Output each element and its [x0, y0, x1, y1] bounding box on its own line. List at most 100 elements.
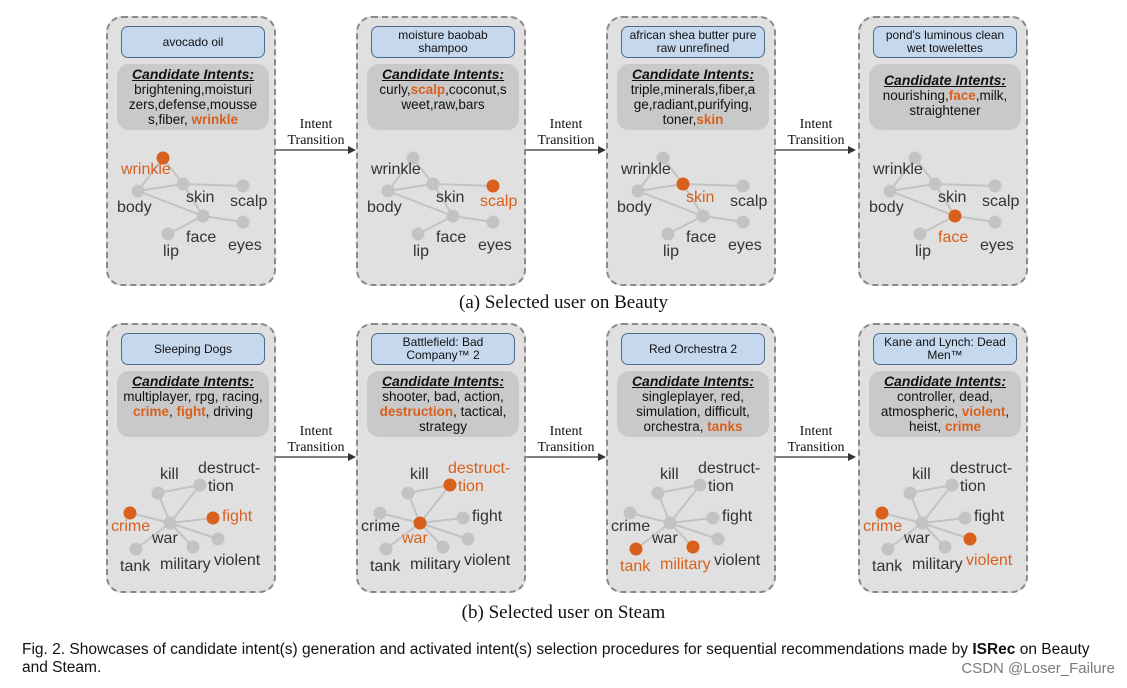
figure-caption-suffix: on Beauty and Steam.	[22, 641, 1090, 676]
intent-text-highlight: scalp	[410, 82, 446, 97]
graph-node-body	[631, 184, 645, 198]
graph-label-body: body	[869, 199, 904, 216]
graph-label-crime: crime	[863, 518, 902, 535]
graph-node-kill	[401, 486, 415, 500]
graph-label-violent: violent	[714, 552, 761, 569]
graph-label-destruction: destruct-	[950, 460, 1012, 477]
beauty-panel-4: pond's luminous clean wet towelettes Can…	[858, 16, 1028, 286]
intent-text-highlight: tanks	[707, 419, 743, 434]
graph-edge	[635, 522, 671, 550]
graph-node-fight	[206, 511, 220, 525]
intent-text-highlight: wrinkle	[191, 112, 239, 127]
graph-node-scalp	[486, 179, 500, 193]
graph-edge	[419, 517, 464, 524]
graph-edge	[167, 215, 204, 235]
graph-label-lip: lip	[663, 243, 679, 260]
graph-edge	[135, 522, 171, 550]
graph-edge	[157, 484, 201, 494]
graph-node-eyes	[236, 215, 250, 229]
graph-label-military: military	[410, 556, 461, 573]
graph-node-skin	[176, 177, 190, 191]
graph-edge	[889, 183, 936, 192]
graph-edge	[387, 183, 434, 192]
steam-panel-3: Red Orchestra 2 Candidate Intents: singl…	[606, 323, 776, 593]
graph-label-wrinkle: wrinkle	[872, 161, 923, 178]
graph-edge	[887, 522, 923, 550]
graph-node-lip	[913, 227, 927, 241]
graph-edge	[889, 190, 956, 217]
graph-edge	[137, 183, 184, 192]
graph-edge	[137, 157, 164, 192]
candidate-intents: Candidate Intents: curly,scalp,coconut,s…	[367, 64, 519, 130]
graph-edge	[379, 512, 421, 524]
graph-edge	[387, 157, 414, 192]
graph-edge	[182, 183, 244, 187]
intent-text: triple,minerals,fiber,a	[630, 82, 756, 97]
graph-label-face: face	[686, 229, 716, 246]
graph-edge	[657, 484, 701, 494]
graph-node-face	[948, 209, 962, 223]
graph-label-crime: crime	[611, 518, 650, 535]
intent-text: orchestra,	[643, 419, 708, 434]
intent-text: ,milk,	[975, 88, 1008, 103]
graph-label-destruction: destruct-	[698, 460, 760, 477]
graph-node-fight	[456, 511, 470, 525]
graph-node-body	[883, 184, 897, 198]
intent-text: straightener	[909, 103, 981, 118]
graph-edge	[202, 215, 244, 223]
graph-edge	[169, 517, 214, 524]
graph-label-fight: fight	[722, 508, 753, 525]
graph-label-lip: lip	[915, 243, 931, 260]
graph-node-lip	[411, 227, 425, 241]
arrow-label-line1: Intent	[549, 424, 583, 439]
graph-label-war: war	[401, 530, 428, 547]
graph-edge	[889, 157, 916, 192]
intent-text-highlight: crime	[132, 404, 169, 419]
arrow-label-line1: Intent	[549, 117, 583, 132]
graph-label-eyes: eyes	[478, 237, 512, 254]
graph-node-destruction	[945, 478, 959, 492]
graph-label-skin: skin	[686, 189, 714, 206]
graph-label-skin: skin	[938, 189, 966, 206]
graph-node-scalp	[988, 179, 1002, 193]
graph-node-scalp	[736, 179, 750, 193]
graph-node-scalp	[236, 179, 250, 193]
graph-node-face	[196, 209, 210, 223]
graph-label-kill: kill	[912, 466, 931, 483]
candidate-intents: Candidate Intents: triple,minerals,fiber…	[617, 64, 769, 130]
graph-node-fight	[958, 511, 972, 525]
beauty-panel-1: avocado oil Candidate Intents: brighteni…	[106, 16, 276, 286]
graph-edge	[419, 484, 451, 524]
graph-edge	[452, 215, 494, 223]
arrow-label-line2: Transition	[287, 440, 345, 455]
graph-label-face: face	[938, 229, 968, 246]
arrow-label-line1: Intent	[299, 424, 333, 439]
arrow-icon	[776, 146, 856, 154]
graph-label-face: face	[186, 229, 216, 246]
arrow-label-line1: Intent	[299, 117, 333, 132]
graph-node-war	[915, 516, 929, 530]
graph-node-lip	[161, 227, 175, 241]
graph-label-crime: crime	[111, 518, 150, 535]
graph-node-wrinkle	[656, 151, 670, 165]
graph-label-skin: skin	[186, 189, 214, 206]
graph-node-lip	[661, 227, 675, 241]
arrow-label-line1: Intent	[799, 424, 833, 439]
graph-node-fight	[706, 511, 720, 525]
subcaption-steam: (b) Selected user on Steam	[461, 602, 666, 623]
graph-node-wrinkle	[406, 151, 420, 165]
graph-node-skin	[426, 177, 440, 191]
steam-panel-4: Kane and Lynch: Dead Men™ Candidate Inte…	[858, 323, 1028, 593]
graph-edge	[921, 522, 971, 540]
intent-text: ,	[168, 404, 177, 419]
graph-label-kill: kill	[660, 466, 679, 483]
graph-node-violent	[711, 532, 725, 546]
intent-text: brightening,moisturi	[134, 82, 252, 97]
item-title: pond's luminous clean wet towelettes	[873, 26, 1017, 58]
graph-label-military: military	[660, 556, 711, 573]
